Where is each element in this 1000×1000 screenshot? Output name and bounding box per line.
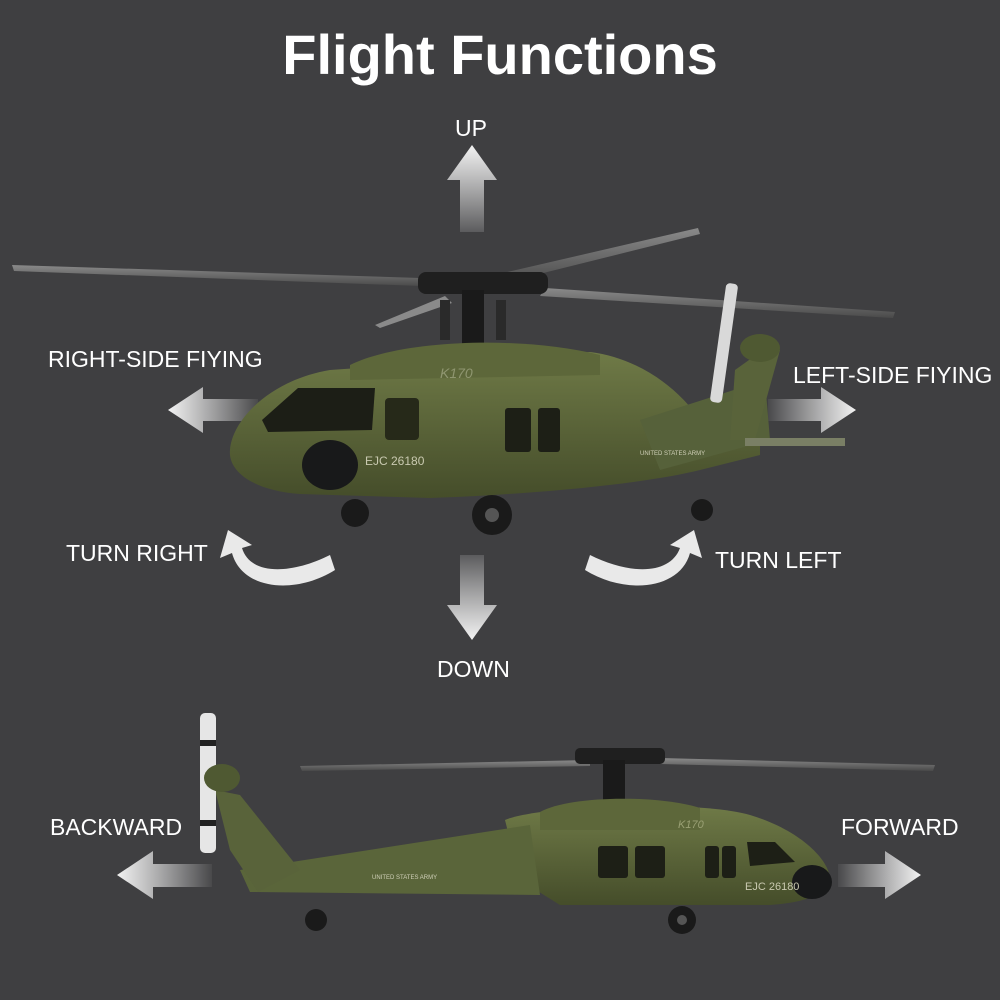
helicopter-front-view: EJC 26180 K170 UNITED STATES ARMY bbox=[12, 228, 895, 535]
label-forward: FORWARD bbox=[841, 814, 959, 840]
helicopter-side-view: EJC 26180 K170 UNITED STATES ARMY bbox=[200, 713, 935, 934]
label-left-side-flying: LEFT-SIDE FIYING bbox=[793, 362, 993, 388]
model-marking: K170 bbox=[440, 365, 473, 381]
side-serial-marking: EJC 26180 bbox=[745, 881, 799, 893]
label-backward: BACKWARD bbox=[50, 814, 183, 840]
label-down: DOWN bbox=[437, 656, 510, 682]
turn-left-arrow-icon bbox=[585, 530, 702, 586]
side-army-marking: UNITED STATES ARMY bbox=[372, 875, 437, 881]
label-turn-right: TURN RIGHT bbox=[66, 540, 208, 566]
side-model-marking: K170 bbox=[678, 819, 705, 831]
up-arrow-icon bbox=[447, 145, 497, 232]
label-turn-left: TURN LEFT bbox=[715, 547, 842, 573]
turn-right-arrow-icon bbox=[220, 530, 335, 586]
serial-marking: EJC 26180 bbox=[365, 454, 425, 468]
label-right-side-flying: RIGHT-SIDE FIYING bbox=[48, 346, 263, 372]
forward-arrow-icon bbox=[838, 851, 921, 899]
army-marking: UNITED STATES ARMY bbox=[640, 451, 705, 457]
right-arrow-icon bbox=[768, 387, 856, 433]
down-arrow-icon bbox=[447, 555, 497, 640]
label-up: UP bbox=[455, 115, 487, 141]
left-arrow-icon bbox=[168, 387, 258, 433]
backward-arrow-icon bbox=[117, 851, 212, 899]
page-title: Flight Functions bbox=[282, 23, 718, 86]
